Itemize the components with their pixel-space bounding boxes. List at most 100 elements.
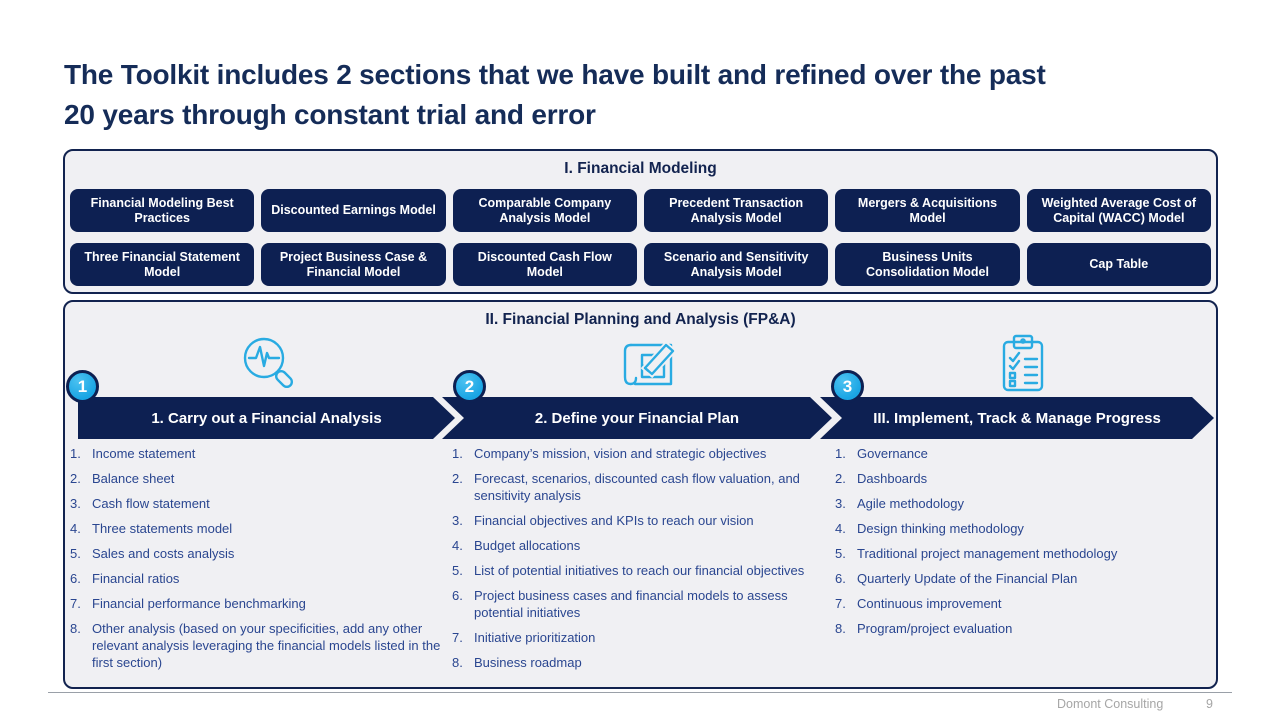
financial-analysis-list: 1. Income statement 2. Balance sheet 3. Cas… bbox=[70, 445, 442, 679]
step-banner-financial-plan: 2. Define your Financial Plan bbox=[442, 397, 832, 439]
step-number-badge: 2 bbox=[453, 370, 486, 403]
item-text: Financial objectives and KPIs to reach o… bbox=[474, 513, 754, 528]
list-item: 1. Income statement bbox=[70, 445, 442, 462]
step-banner-financial-analysis: 1. Carry out a Financial Analysis bbox=[78, 397, 455, 439]
item-text: Sales and costs analysis bbox=[92, 546, 235, 561]
model-button[interactable]: Discounted Earnings Model bbox=[261, 189, 446, 232]
list-item: 5.Traditional project management methodo… bbox=[835, 545, 1210, 562]
model-button[interactable]: Comparable Company Analysis Model bbox=[452, 189, 637, 232]
list-item: 8. Business roadmap bbox=[452, 654, 828, 671]
model-button[interactable]: Business Units Consolidation Model bbox=[835, 243, 1020, 286]
list-item: 6. Quarterly Update of the Financial Plan bbox=[835, 570, 1210, 587]
list-item: 4. Budget allocations bbox=[452, 537, 828, 554]
item-number: 1. bbox=[70, 446, 81, 461]
item-number: 2. bbox=[835, 471, 846, 486]
item-text: Forecast, scenarios, discounted cash flo… bbox=[474, 471, 800, 503]
item-number: 3. bbox=[70, 496, 81, 511]
item-text: Business roadmap bbox=[474, 655, 582, 670]
list-item: 5. Sales and costs analysis bbox=[70, 545, 442, 562]
model-button[interactable]: Scenario and Sensitivity Analysis Model bbox=[643, 243, 829, 286]
item-number: 8. bbox=[70, 621, 81, 636]
model-button[interactable]: Project Business Case & Financial Model bbox=[261, 243, 446, 286]
item-number: 4. bbox=[70, 521, 81, 536]
step-number: 1 bbox=[77, 376, 88, 396]
item-text: List of potential initiatives to reach o… bbox=[474, 563, 805, 578]
step-number-badge: 1 bbox=[66, 370, 99, 403]
item-text: Design thinking methodology bbox=[857, 521, 1024, 536]
footer-company: Domont Consulting bbox=[1057, 697, 1164, 711]
footer-divider bbox=[48, 692, 1232, 693]
item-number: 3. bbox=[835, 496, 846, 511]
model-button-grid: Financial Modeling Best Practices Discou… bbox=[70, 189, 1211, 286]
item-text: Traditional project management methodolo… bbox=[857, 546, 1118, 561]
model-button[interactable]: Discounted Cash Flow Model bbox=[452, 243, 637, 286]
item-text: Income statement bbox=[92, 446, 196, 461]
section2-title: II. Financial Planning and Analysis (FP&… bbox=[485, 311, 796, 328]
item-text: Other analysis (based on your specificit… bbox=[92, 621, 441, 670]
item-text: Financial ratios bbox=[92, 571, 180, 586]
implement-track-list: 1.Governance 2.Dashboards 3.Agile method… bbox=[835, 445, 1210, 645]
item-number: 3. bbox=[452, 513, 463, 528]
model-button[interactable]: Financial Modeling Best Practices bbox=[70, 189, 255, 232]
item-text: Company’s mission, vision and strategic … bbox=[474, 446, 767, 461]
list-item: 4. Design thinking methodology bbox=[835, 520, 1210, 537]
item-text: Three statements model bbox=[92, 521, 233, 536]
item-number: 6. bbox=[835, 571, 846, 586]
item-text: Financial performance benchmarking bbox=[92, 596, 306, 611]
item-number: 2. bbox=[70, 471, 81, 486]
item-number: 4. bbox=[835, 521, 846, 536]
item-text: Initiative prioritization bbox=[474, 630, 596, 645]
list-item: 7. Continuous improvement bbox=[835, 595, 1210, 612]
list-item: 5. List of potential initiatives to reach… bbox=[452, 562, 828, 579]
item-text: Budget allocations bbox=[474, 538, 581, 553]
item-text: Balance sheet bbox=[92, 471, 175, 486]
model-button[interactable]: Three Financial Statement Model bbox=[70, 243, 255, 286]
item-number: 8. bbox=[452, 655, 463, 670]
list-item: 2. Dashboards bbox=[835, 470, 1210, 487]
item-number: 2. bbox=[452, 471, 463, 486]
step-banner-implement-track: III. Implement, Track & Manage Progress bbox=[820, 397, 1214, 439]
list-item: 6. Financial ratios bbox=[70, 570, 442, 587]
item-text: Dashboards bbox=[857, 471, 928, 486]
item-text: Continuous improvement bbox=[857, 596, 1002, 611]
item-number: 6. bbox=[452, 588, 463, 603]
item-number: 1. bbox=[452, 446, 463, 461]
list-item: 6. Project business cases and financial m… bbox=[452, 587, 828, 621]
step-banner-label: 1. Carry out a Financial Analysis bbox=[151, 409, 382, 427]
list-item: 8. Other analysis (based on your specific… bbox=[70, 620, 442, 671]
item-number: 8. bbox=[835, 621, 846, 636]
item-number: 7. bbox=[835, 596, 846, 611]
item-number: 7. bbox=[70, 596, 81, 611]
list-item: 4. Three statements model bbox=[70, 520, 442, 537]
footer-page-number: 9 bbox=[1206, 697, 1213, 711]
magnifier-pulse-icon bbox=[243, 337, 294, 389]
list-item: 8.Program/project evaluation bbox=[835, 620, 1210, 637]
model-button[interactable]: Weighted Average Cost of Capital (WACC) … bbox=[1026, 189, 1211, 232]
section-fpa: II. Financial Planning and Analysis (FP&… bbox=[63, 300, 1218, 689]
step-number: 2 bbox=[464, 376, 475, 396]
item-number: 6. bbox=[70, 571, 81, 586]
item-number: 5. bbox=[452, 563, 463, 578]
item-text: Project business cases and financial mod… bbox=[474, 588, 788, 620]
item-number: 4. bbox=[452, 538, 463, 553]
item-number: 5. bbox=[70, 546, 81, 561]
blueprint-pencil-icon bbox=[623, 340, 678, 386]
model-button[interactable]: Precedent Transaction Analysis Model bbox=[643, 189, 829, 232]
step-banner-label: 2. Define your Financial Plan bbox=[534, 409, 740, 427]
list-item: 2. Balance sheet bbox=[70, 470, 442, 487]
item-number: 7. bbox=[452, 630, 463, 645]
clipboard-checklist-icon bbox=[1002, 334, 1044, 392]
step-number: 3 bbox=[842, 376, 853, 396]
section-financial-modeling: I. Financial Modeling Financial Modeling… bbox=[63, 149, 1218, 294]
item-text: Quarterly Update of the Financial Plan bbox=[857, 571, 1078, 586]
list-item: 7. Financial performance benchmarking bbox=[70, 595, 442, 612]
model-button[interactable]: Cap Table bbox=[1026, 243, 1211, 286]
list-item: 1. Company’s mission, vision and strategi… bbox=[452, 445, 828, 462]
item-text: Cash flow statement bbox=[92, 496, 210, 511]
model-button[interactable]: Mergers & Acquisitions Model bbox=[835, 189, 1020, 232]
item-text: Governance bbox=[857, 446, 928, 461]
page-title: The Toolkit includes 2 sections that we … bbox=[64, 55, 1046, 135]
list-item: 3. Cash flow statement bbox=[70, 495, 442, 512]
page-title-line2: 20 years through constant trial and erro… bbox=[64, 99, 596, 130]
